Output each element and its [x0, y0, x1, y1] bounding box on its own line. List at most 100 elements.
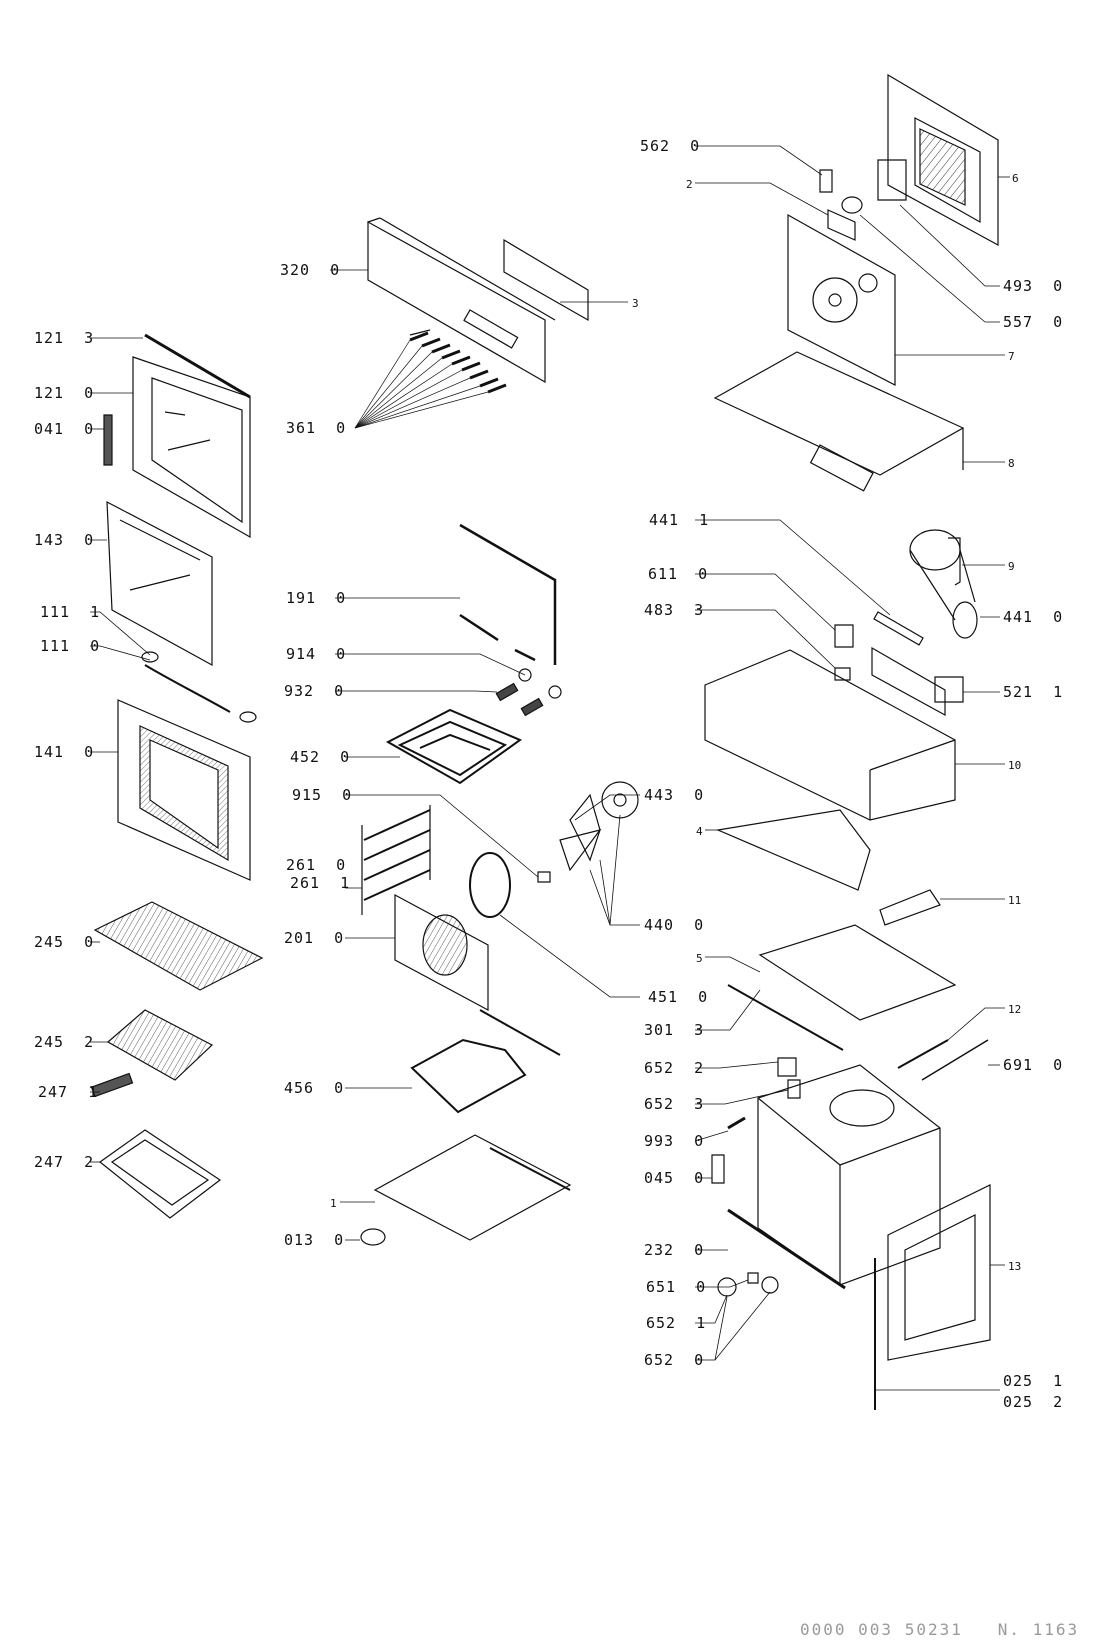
callout-4: 4: [696, 825, 703, 838]
part-control-panel-fascia: [368, 218, 555, 382]
callout-932-0: 932 0: [284, 682, 345, 700]
callout-611-0: 611 0: [648, 565, 709, 583]
callout-121-3: 121 3: [34, 329, 95, 347]
callout-247-2: 247 2: [34, 1153, 95, 1171]
part-oven-shelf: [95, 902, 262, 990]
callout-141-0: 141 0: [34, 743, 95, 761]
drawing-reference-code: 0000 003 50231 N. 1163: [800, 1620, 1080, 1639]
callout-652-1: 652 1: [646, 1314, 707, 1332]
callout-652-3: 652 3: [644, 1095, 705, 1113]
part-insulation-plate: [760, 925, 955, 1020]
part-bracket: [828, 210, 855, 240]
part-grill-rack: [91, 1010, 212, 1097]
part-rear-wall-plate: [788, 215, 895, 385]
callout-301-3: 301 3: [644, 1021, 705, 1039]
callout-915-0: 915 0: [292, 786, 353, 804]
part-outer-door: [118, 700, 250, 880]
callout-2: 2: [686, 178, 693, 191]
leader-lines: [90, 146, 1010, 1390]
callout-441-1: 441 1: [649, 511, 710, 529]
part-top-cover-plate: [715, 352, 963, 491]
part-oven-cavity: [758, 1065, 940, 1285]
callout-261-1: 261 1: [290, 874, 351, 892]
part-lower-heating-element: [412, 1010, 560, 1112]
callout-557-0: 557 0: [1003, 313, 1064, 331]
callout-493-0: 493 0: [1003, 277, 1064, 295]
callout-452-0: 452 0: [290, 748, 351, 766]
callout-045-0: 045 0: [644, 1169, 705, 1187]
part-heat-shield: [718, 810, 870, 890]
part-oven-gasket-seal: [460, 525, 555, 665]
callout-483-3: 483 3: [644, 601, 705, 619]
callout-025-1: 025 1: [1003, 1372, 1064, 1390]
callout-993-0: 993 0: [644, 1132, 705, 1150]
callout-11: 11: [1008, 894, 1022, 907]
part-thermocouple: [898, 1040, 988, 1080]
callout-3: 3: [632, 297, 639, 310]
part-relay: [878, 160, 906, 200]
part-fan-bracket: [948, 538, 960, 585]
callout-232-0: 232 0: [644, 1241, 705, 1259]
callout-191-0: 191 0: [286, 589, 347, 607]
callout-041-0: 041 0: [34, 420, 95, 438]
callout-440-0: 440 0: [644, 916, 705, 934]
part-back-panel: [888, 75, 998, 245]
part-baking-tray: [100, 1130, 220, 1218]
part-nuts-springs: [496, 669, 561, 715]
part-latch: [712, 1155, 724, 1183]
part-spacer: [538, 872, 550, 882]
part-filter: [835, 625, 853, 647]
callout-245-0: 245 0: [34, 933, 95, 951]
callout-914-0: 914 0: [286, 645, 347, 663]
part-door-glass-panel: [107, 502, 212, 665]
callout-247-1: 247 1: [38, 1083, 99, 1101]
part-fan-blade: [560, 795, 600, 870]
callout-7: 7: [1008, 350, 1015, 363]
part-side-rail: [880, 890, 940, 925]
callout-691-0: 691 0: [1003, 1056, 1064, 1074]
part-knob-assembly: [718, 1273, 778, 1296]
callout-025-2: 025 2: [1003, 1393, 1064, 1411]
part-grill-heating-element: [388, 710, 520, 783]
part-switch: [820, 170, 832, 192]
part-electronics-housing: [705, 650, 955, 820]
part-lower-front-rail: [728, 1210, 845, 1288]
callout-013-0: 013 0: [284, 1231, 345, 1249]
part-circular-element: [470, 853, 510, 917]
callout-12: 12: [1008, 1003, 1022, 1016]
part-front-rail: [728, 985, 843, 1050]
part-inner-door-frame: [133, 357, 250, 537]
callout-562-0: 562 0: [640, 137, 701, 155]
part-front-door-frame: [888, 1185, 990, 1360]
callout-456-0: 456 0: [284, 1079, 345, 1097]
part-door-gasket: [142, 652, 256, 722]
callout-651-0: 651 0: [646, 1278, 707, 1296]
callout-451-0: 451 0: [648, 988, 709, 1006]
callout-521-1: 521 1: [1003, 683, 1064, 701]
part-knob-shafts: [355, 330, 506, 428]
callout-441-0: 441 0: [1003, 608, 1064, 626]
part-control-pcb: [504, 240, 588, 320]
callout-261-0: 261 0: [286, 856, 347, 874]
part-fan-motor: [602, 782, 638, 818]
callout-6: 6: [1012, 172, 1019, 185]
part-door-hinge: [104, 415, 112, 465]
callout-201-0: 201 0: [284, 929, 345, 947]
callout-652-0: 652 0: [644, 1351, 705, 1369]
callout-320-0: 320 0: [280, 261, 341, 279]
part-terminal-block: [874, 612, 923, 645]
callout-1: 1: [330, 1197, 337, 1210]
part-oven-base-plate: [375, 1135, 570, 1240]
part-cooling-fan: [910, 530, 977, 638]
callout-9: 9: [1008, 560, 1015, 573]
callout-111-1: 111 1: [40, 603, 101, 621]
part-door-trim-strip: [145, 335, 250, 397]
callout-5: 5: [696, 952, 703, 965]
callout-361-0: 361 0: [286, 419, 347, 437]
part-foot: [361, 1229, 385, 1245]
callout-245-2: 245 2: [34, 1033, 95, 1051]
callout-652-2: 652 2: [644, 1059, 705, 1077]
part-lamp-holder: [778, 1058, 800, 1098]
part-fan-cover: [395, 895, 488, 1010]
